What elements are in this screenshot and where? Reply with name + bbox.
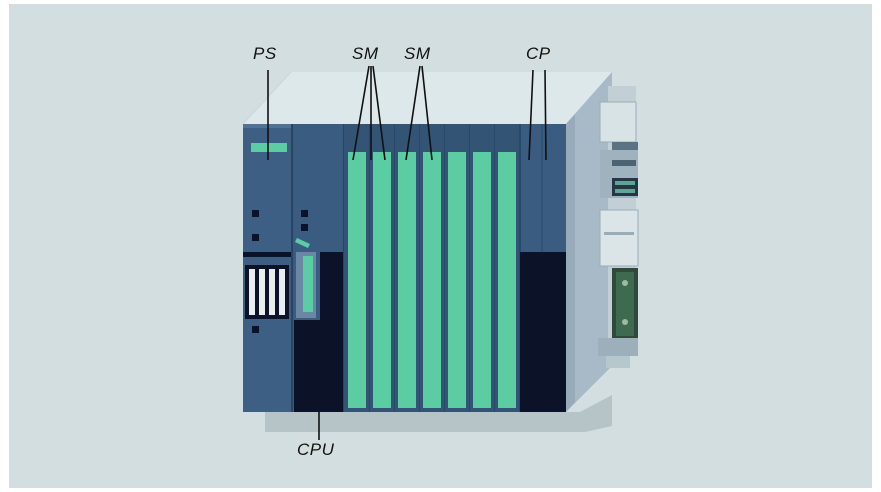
din-rail: [598, 86, 639, 368]
cp-modules: [519, 124, 566, 412]
case-top: [243, 72, 612, 124]
label-sm-2: SM: [404, 44, 431, 63]
sm-modules: [344, 124, 520, 412]
label-cp: CP: [526, 44, 551, 63]
leader-lines: [267, 65, 547, 440]
rack-shadow: [265, 395, 612, 432]
label-sm-1: SM: [352, 44, 379, 63]
ps-module: [243, 124, 292, 412]
label-ps: PS: [253, 44, 277, 63]
cpu-module: [294, 124, 344, 412]
label-cpu: CPU: [297, 440, 335, 459]
